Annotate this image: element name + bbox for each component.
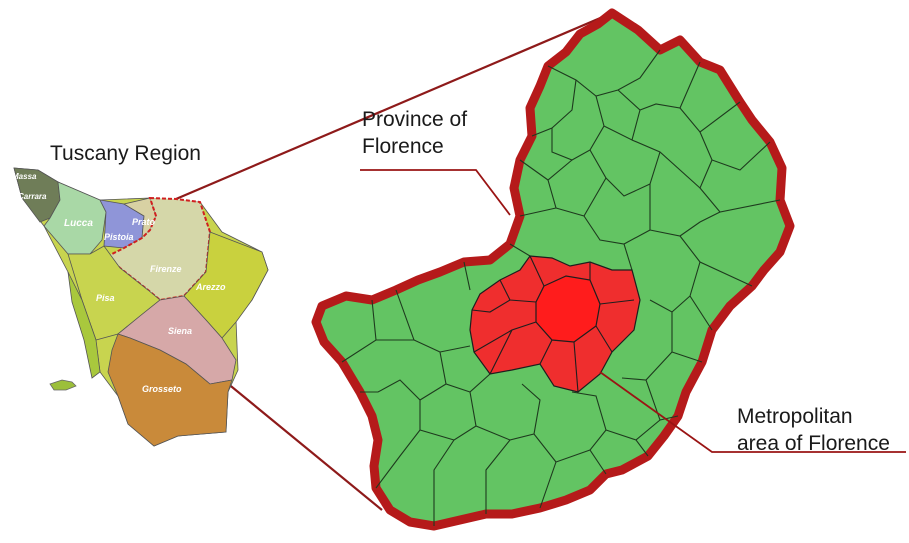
province-grosseto [107, 333, 233, 447]
province-callout-line2: Florence [362, 135, 444, 158]
label-arezzo: Arezzo [195, 282, 226, 292]
metro-callout-line [599, 371, 906, 453]
label-carrara: Carrara [18, 192, 47, 201]
label-prato: Prato [132, 217, 156, 227]
metropolitan-area [469, 255, 641, 393]
tuscany-province-labels: Massa Carrara Lucca Prato Pistoia Firenz… [12, 172, 226, 394]
province-callout-line [360, 169, 511, 216]
label-pisa: Pisa [96, 293, 115, 303]
label-massa: Massa [12, 172, 37, 181]
metro-callout-label: Metropolitan area of Florence [737, 403, 890, 457]
province-livorno [67, 271, 101, 379]
callout-lines [360, 169, 906, 453]
province-callout-label: Province of Florence [362, 106, 467, 160]
map-title: Tuscany Region [50, 142, 201, 165]
province-arezzo [183, 231, 269, 339]
municipality-boundaries [341, 49, 781, 526]
florence-province-map [311, 8, 795, 531]
island-elba [49, 379, 77, 391]
label-grosseto: Grosseto [142, 384, 182, 394]
label-firenze: Firenze [150, 264, 182, 274]
province-callout-line1: Province of [362, 108, 468, 131]
label-siena: Siena [168, 326, 192, 336]
metro-center-florence [535, 275, 601, 343]
label-pistoia: Pistoia [104, 232, 134, 242]
metro-callout-line1: Metropolitan [737, 405, 853, 428]
tuscany-map [13, 167, 269, 447]
label-lucca: Lucca [64, 218, 93, 229]
connector-top [175, 11, 613, 201]
metro-callout-line2: area of Florence [737, 432, 890, 455]
